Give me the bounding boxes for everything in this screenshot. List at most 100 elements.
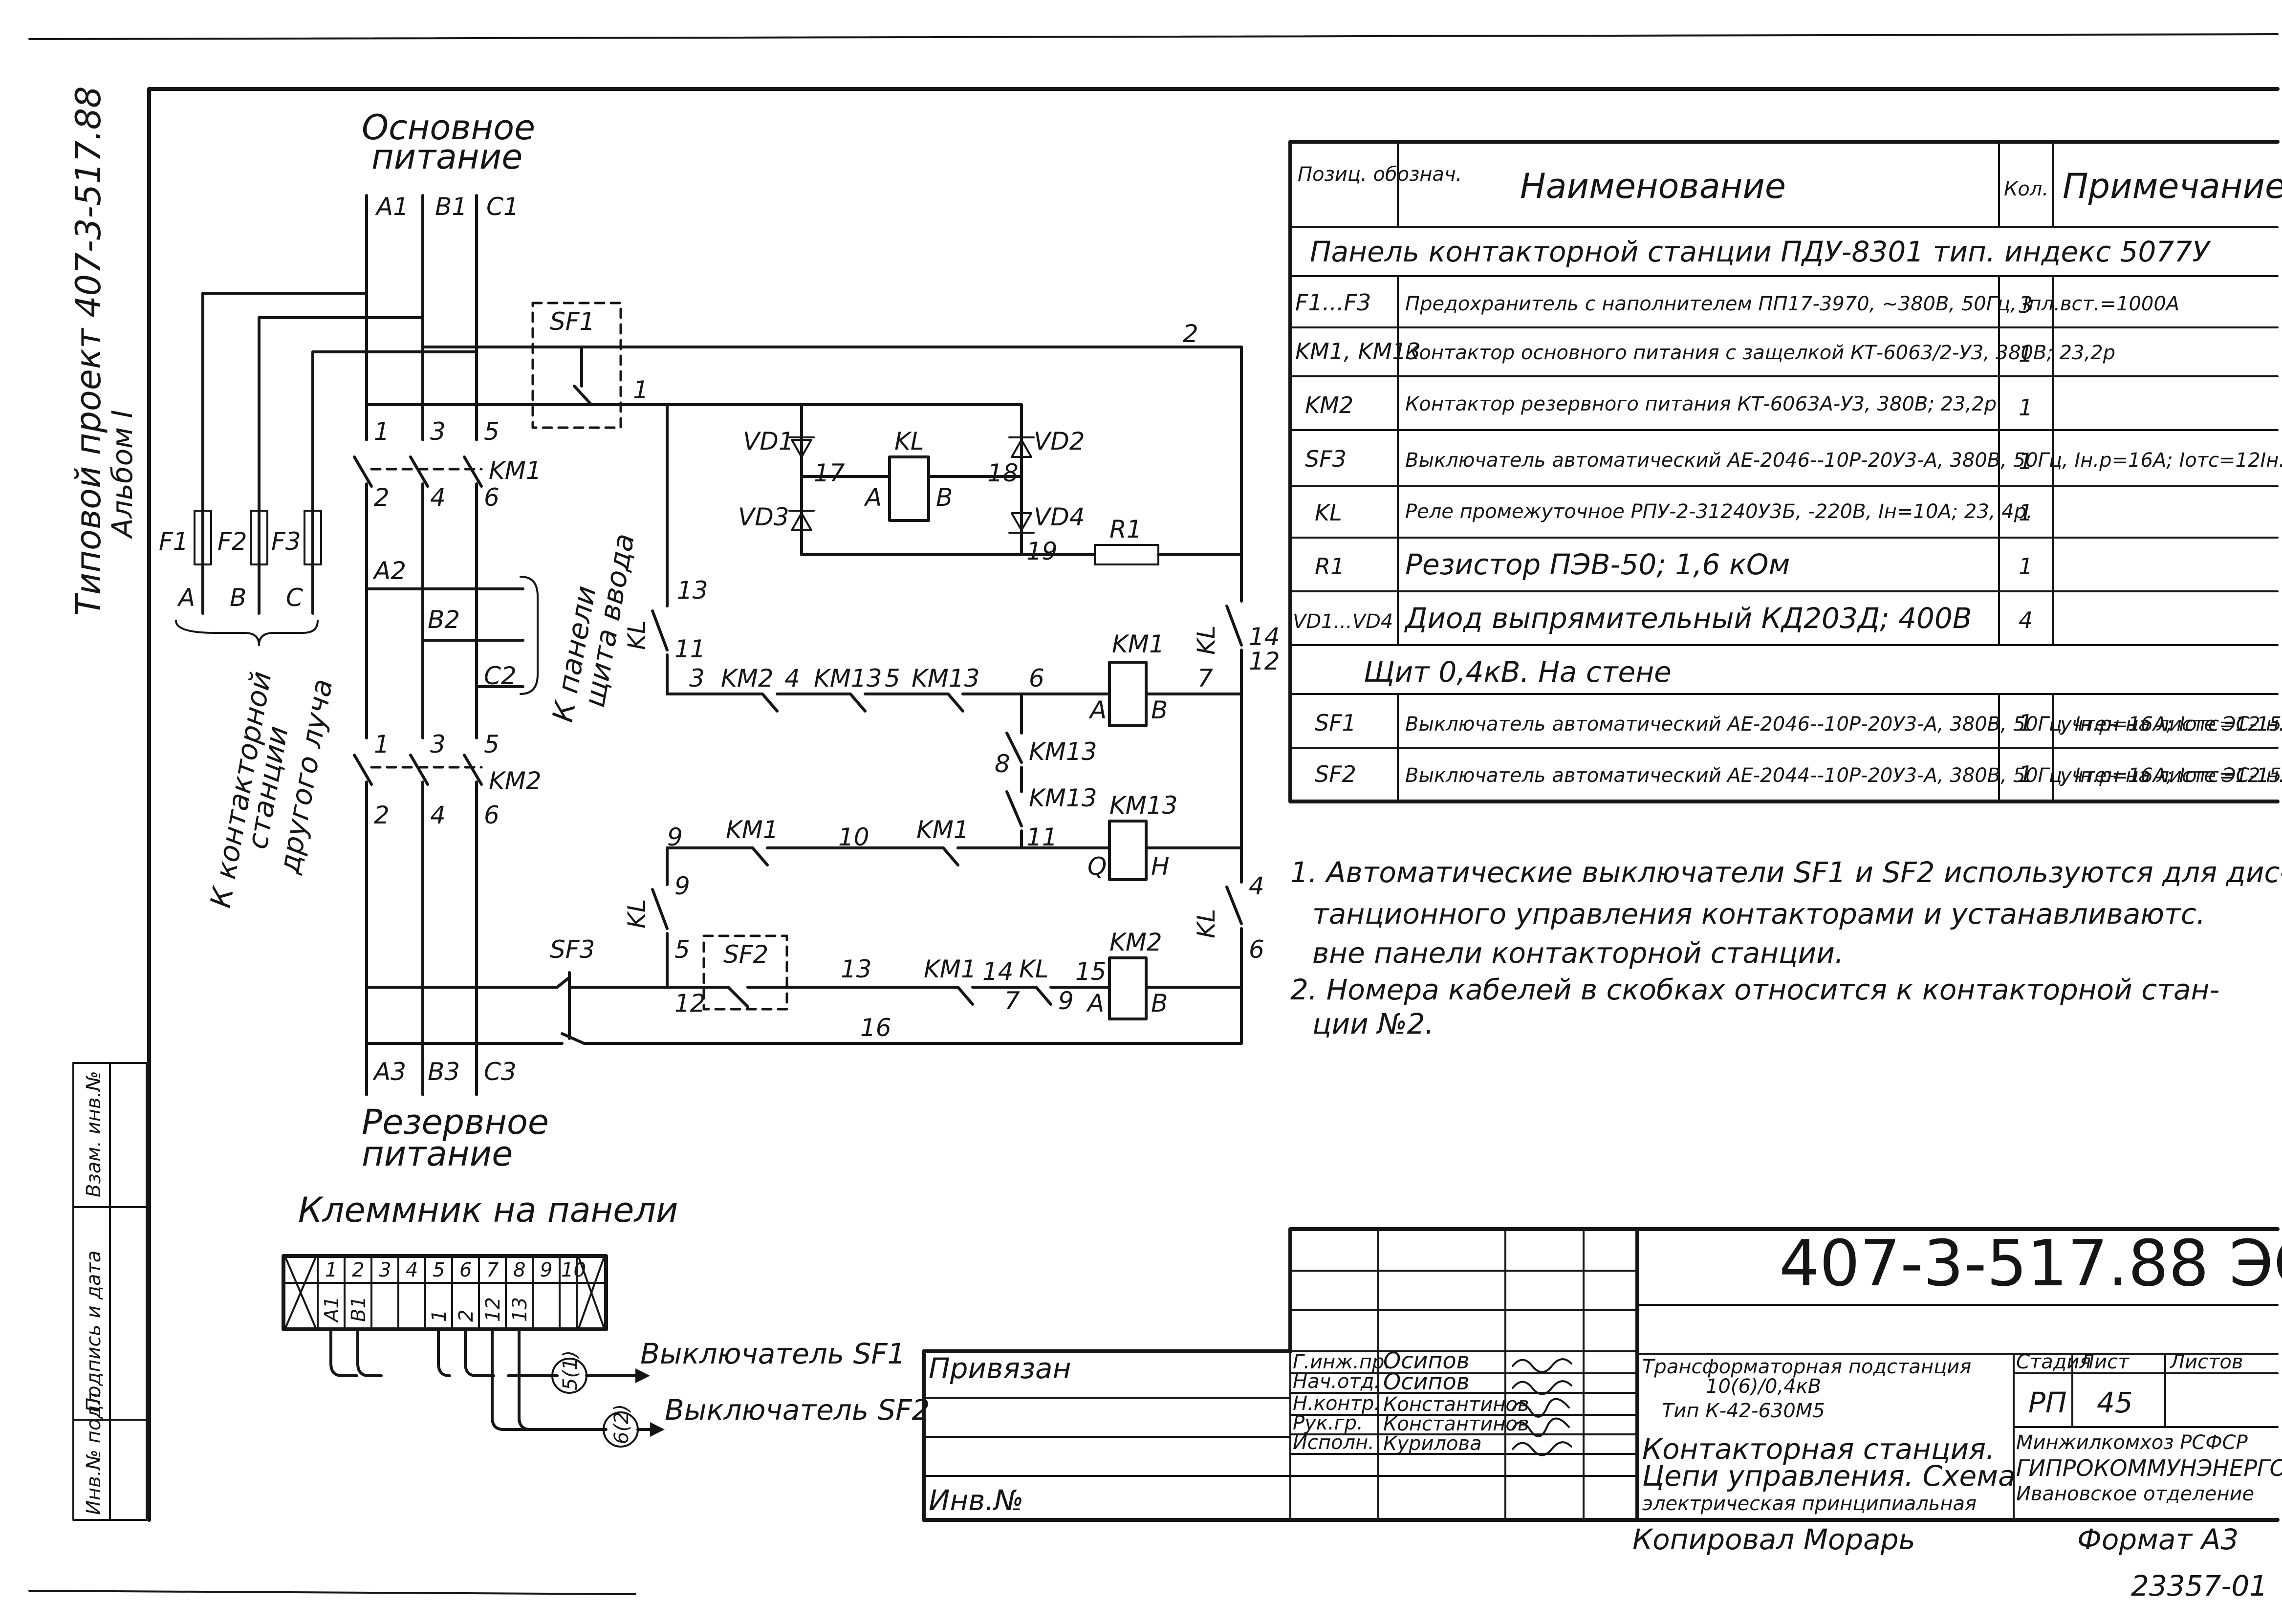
- cell-name: Резистор ПЭВ-50; 1,6 кОм: [1405, 548, 1790, 581]
- terminal-number: 9: [540, 1259, 552, 1281]
- sheet-title-2: Цепи управления. Схема: [1642, 1459, 2016, 1493]
- terminal-block-title: Клеммник на панели: [298, 1190, 678, 1230]
- wire-number: 13: [841, 955, 872, 983]
- role-label: Рук.гр.: [1293, 1412, 1363, 1434]
- cell-pos: SF3: [1305, 446, 1347, 472]
- terminal-number: 10: [561, 1259, 586, 1281]
- terminal-label: H: [1151, 852, 1170, 881]
- pole-number: 3: [430, 730, 446, 758]
- reserve-supply-title: Резервное: [362, 1102, 549, 1142]
- copied-by: Копировал Морарь: [1632, 1523, 1915, 1556]
- vd2-label: VD2: [1034, 427, 1085, 455]
- section-board: Щит 0,4кВ. На стене: [1364, 655, 1672, 689]
- cell-name: Диод выпрямительный КД203Д; 400В: [1404, 602, 1972, 635]
- kl-contact-label: KL: [623, 620, 651, 650]
- top-edge-line: [28, 33, 2279, 40]
- kl-contact-label: KL: [1192, 909, 1220, 938]
- wire-number: 6: [1249, 935, 1264, 964]
- note-line: ции №2.: [1312, 1007, 1434, 1040]
- terminal-label: A: [1086, 989, 1104, 1018]
- cell-qty: 1: [2019, 553, 2033, 580]
- stage-value: РП: [2028, 1386, 2067, 1419]
- cell-qty: 3: [2019, 292, 2033, 318]
- signature-5: [1512, 1441, 1572, 1456]
- side-album: Альбом I: [106, 410, 139, 540]
- header-qty: Кол.: [2004, 178, 2048, 200]
- signature-4: [1512, 1417, 1570, 1437]
- terminal-number: 4: [406, 1259, 418, 1281]
- org-line-3: Ивановское отделение: [2016, 1483, 2254, 1505]
- wire-number: 17: [814, 459, 845, 487]
- switch-sf2-label: Выключатель SF2: [665, 1393, 930, 1427]
- note-line: 2. Номера кабелей в скобках относится к …: [1290, 973, 2219, 1006]
- terminal-wire: 1: [428, 1310, 451, 1322]
- wire-number: 15: [1075, 957, 1107, 986]
- wire-number: 3: [689, 664, 705, 693]
- header-name: Наименование: [1520, 166, 1786, 206]
- wire-number: 8: [995, 750, 1010, 778]
- contact-label: KM1: [726, 816, 779, 844]
- wire-number: 19: [1026, 537, 1058, 565]
- phase-A3: A3: [372, 1058, 406, 1086]
- cell-pos: KM2: [1305, 392, 1353, 418]
- terminal-number: 7: [486, 1259, 499, 1281]
- diode-VD4-symbol: [1011, 512, 1032, 531]
- phase-C3: C3: [484, 1058, 517, 1086]
- terminal-number: 1: [325, 1259, 337, 1281]
- terminal-label: A: [1088, 696, 1107, 724]
- cell-name: Предохранитель с наполнителем ПП17-3970,…: [1405, 293, 2179, 315]
- signature-2: [1512, 1380, 1572, 1395]
- cell-qty: 4: [2019, 607, 2033, 633]
- role-label: Исполн.: [1293, 1431, 1374, 1454]
- cable-1-label: 5(1): [559, 1350, 582, 1390]
- terminal-label: B: [1151, 989, 1168, 1018]
- cell-qty: 1: [2019, 761, 2033, 787]
- contact-label: KM1: [916, 816, 969, 844]
- sf2-label: SF2: [723, 940, 768, 969]
- pole-number: 2: [374, 483, 390, 512]
- pole-number: 6: [484, 483, 500, 512]
- pole-number: 6: [484, 801, 500, 829]
- stamp-number: 23357-01: [2131, 1569, 2267, 1602]
- signature-3: [1512, 1398, 1570, 1418]
- terminal-number: 8: [513, 1259, 525, 1281]
- terminal-label: A: [864, 483, 882, 512]
- cell-name: Выключатель автоматический АЕ-2046--10Р-…: [1405, 713, 2282, 736]
- role-label: Нач.отд.: [1293, 1370, 1380, 1393]
- drawing-code: 407-3-517.88 ЭС: [1779, 1226, 2282, 1300]
- arrow-sf2: [650, 1422, 665, 1437]
- contact-label: KM1: [924, 955, 977, 983]
- wire-number: 10: [838, 823, 869, 851]
- terminal-label: Q: [1087, 852, 1107, 881]
- drawing-frame: [147, 87, 2280, 1522]
- wire-number: 7: [1004, 987, 1020, 1015]
- cell-pos: R1: [1315, 553, 1345, 580]
- cell-qty: 1: [2019, 710, 2033, 736]
- terminal-label: B: [1151, 696, 1168, 724]
- resistor-R1-symbol: [1094, 544, 1159, 565]
- header-position: Позиц. обознач.: [1298, 163, 1462, 186]
- coil-KM2: [1108, 956, 1148, 1020]
- stamp-original-inv: Инв.№ подл.: [83, 1386, 105, 1515]
- fuse-F2: F2: [217, 527, 247, 556]
- main-supply-title-2: питание: [371, 137, 522, 177]
- header-note: Примечание: [2063, 166, 2282, 206]
- resistor-R1-label: R1: [1109, 515, 1142, 543]
- stamp-signature-date: Подпись и дата: [83, 1251, 105, 1412]
- terminal-wire: A1: [321, 1296, 343, 1323]
- vd1-label: VD1: [743, 427, 794, 455]
- spec-table: Позиц. обознач. Наименование Кол. Примеч…: [1288, 140, 2282, 803]
- bound-label: Привязан: [929, 1352, 1071, 1385]
- person-name: Константинов: [1383, 1393, 1529, 1416]
- coil-KM13-label: KM13: [1109, 791, 1178, 820]
- side-project-title: Типовой проект 407-3-517.88 Альбом I: [68, 86, 139, 616]
- cell-qty: 1: [2019, 499, 2033, 526]
- org-line-1: Минжилкомхоз РСФСР: [2016, 1431, 2248, 1454]
- fuse-phase: C: [286, 584, 303, 612]
- arrow-sf1: [635, 1368, 650, 1383]
- sheets-header: Листов: [2169, 1351, 2243, 1373]
- sf1-label: SF1: [550, 307, 595, 336]
- pole-number: 5: [484, 730, 500, 758]
- person-name: Осипов: [1383, 1347, 1470, 1374]
- cell-qty: 1: [2019, 341, 2033, 367]
